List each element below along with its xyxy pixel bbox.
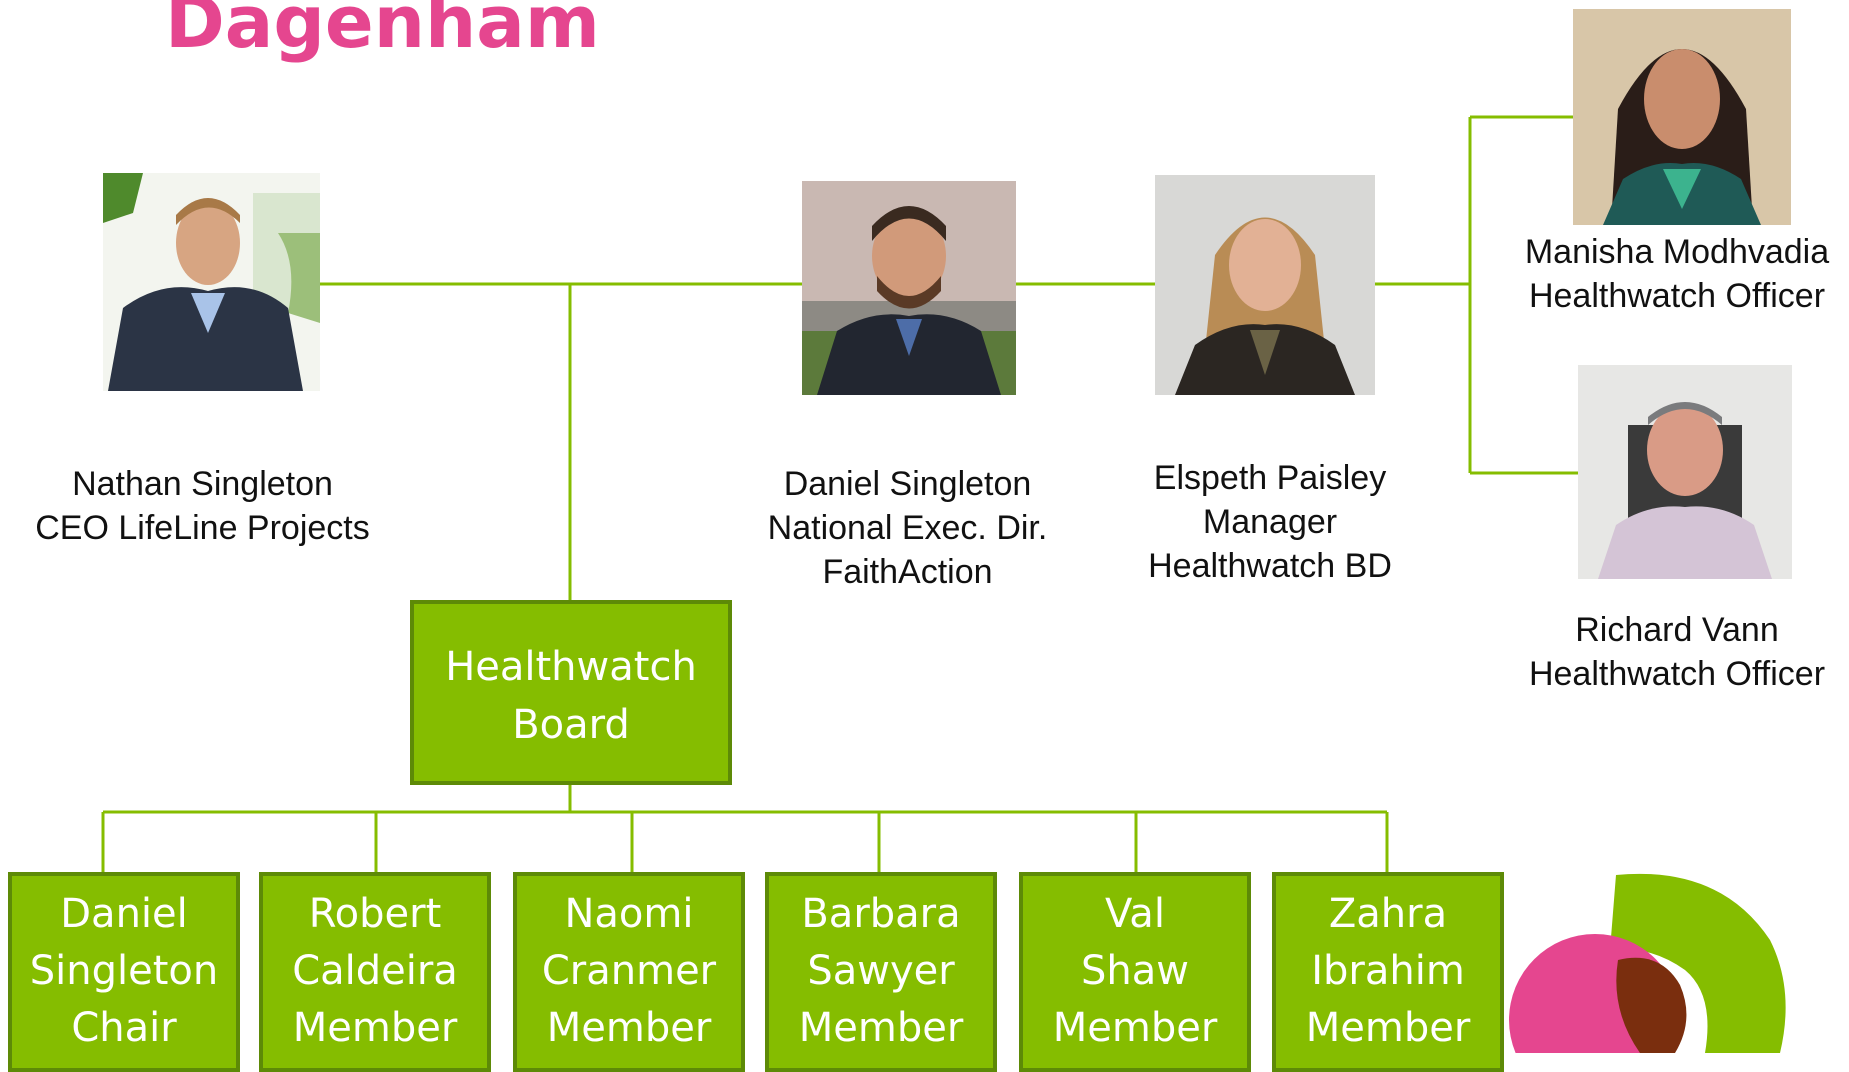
member-first-name: Naomi <box>564 891 694 937</box>
nathan-caption: Nathan Singleton CEO LifeLine Projects <box>10 462 395 550</box>
person-photo-icon <box>1573 9 1791 225</box>
person-photo-icon <box>802 181 1016 395</box>
richard-name: Richard Vann <box>1575 611 1779 649</box>
page-title: Dagenham <box>165 0 600 64</box>
member-first-name: Barbara <box>801 891 961 937</box>
richard-role: Healthwatch Officer <box>1528 655 1826 693</box>
richard-caption: Richard Vann Healthwatch Officer <box>1505 608 1849 696</box>
elspeth-photo <box>1155 175 1375 395</box>
member-last-name: Singleton <box>29 948 219 994</box>
manisha-photo <box>1573 9 1791 225</box>
member-last-name: Caldeira <box>292 948 458 994</box>
member-box: Barbara Sawyer Member <box>765 872 997 1072</box>
daniel-role-2: FaithAction <box>822 553 993 591</box>
member-role: Chair <box>71 1005 177 1051</box>
daniel-caption: Daniel Singleton National Exec. Dir. Fai… <box>730 462 1085 594</box>
member-box: Robert Caldeira Member <box>259 872 491 1072</box>
member-role: Member <box>546 1005 712 1051</box>
nathan-photo <box>103 173 320 391</box>
daniel-role-1: National Exec. Dir. <box>767 509 1048 547</box>
member-box: Val Shaw Member <box>1019 872 1251 1072</box>
daniel-name: Daniel Singleton <box>783 465 1032 503</box>
healthwatch-board-box: Healthwatch Board <box>410 600 732 785</box>
member-box: Zahra Ibrahim Member <box>1272 872 1504 1072</box>
person-photo-icon <box>1578 365 1792 579</box>
nathan-name: Nathan Singleton <box>72 465 333 503</box>
member-last-name: Ibrahim <box>1311 948 1465 994</box>
member-last-name: Cranmer <box>541 948 717 994</box>
member-box: Daniel Singleton Chair <box>8 872 240 1072</box>
member-role: Member <box>798 1005 964 1051</box>
elspeth-role-1: Manager <box>1202 503 1338 541</box>
member-first-name: Val <box>1105 891 1165 937</box>
nathan-role: CEO LifeLine Projects <box>35 509 370 547</box>
member-role: Member <box>1305 1005 1471 1051</box>
member-box: Naomi Cranmer Member <box>513 872 745 1072</box>
board-label-2: Board <box>512 702 630 748</box>
member-first-name: Zahra <box>1328 891 1448 937</box>
member-first-name: Robert <box>308 891 442 937</box>
person-photo-icon <box>1155 175 1375 395</box>
member-last-name: Sawyer <box>807 948 955 994</box>
member-role: Member <box>292 1005 458 1051</box>
manisha-name: Manisha Modhvadia <box>1524 233 1830 271</box>
member-role: Member <box>1052 1005 1218 1051</box>
elspeth-role-2: Healthwatch BD <box>1148 547 1392 585</box>
healthwatch-logo-icon <box>1509 873 1786 1053</box>
richard-photo <box>1578 365 1792 579</box>
member-first-name: Daniel <box>60 891 188 937</box>
board-label-1: Healthwatch <box>445 644 697 690</box>
elspeth-caption: Elspeth Paisley Manager Healthwatch BD <box>1115 456 1425 588</box>
manisha-role: Healthwatch Officer <box>1528 277 1826 315</box>
manisha-caption: Manisha Modhvadia Healthwatch Officer <box>1505 230 1849 318</box>
daniel-photo <box>802 181 1016 395</box>
person-photo-icon <box>103 173 320 391</box>
member-last-name: Shaw <box>1081 948 1189 994</box>
elspeth-name: Elspeth Paisley <box>1153 459 1387 497</box>
